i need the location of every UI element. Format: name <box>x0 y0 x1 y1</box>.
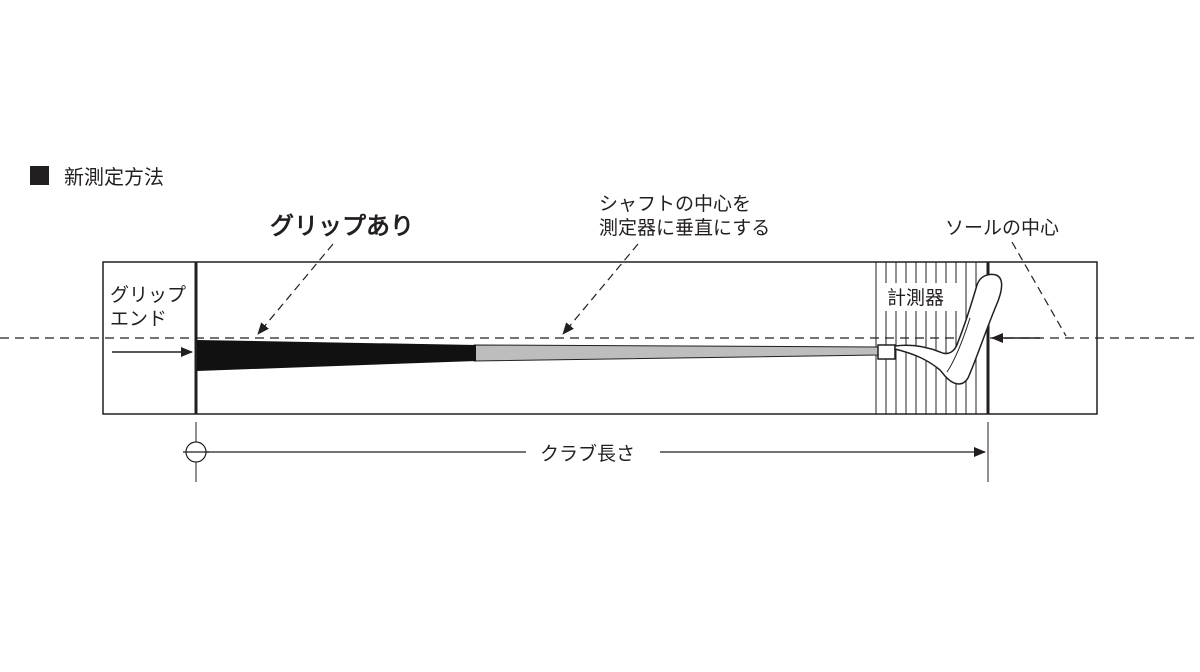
putter-head <box>894 273 1003 385</box>
shaft-center-label-line1: シャフトの中心を <box>599 193 751 215</box>
shaft-center-arrow <box>562 243 639 335</box>
grip-present-label: グリップあり <box>270 212 414 240</box>
grip-end-label-line2: エンド <box>110 308 167 330</box>
putter-head-inner-line <box>946 317 971 373</box>
shaft-center-label-line2: 測定器に垂直にする <box>599 217 770 239</box>
sole-center-label: ソールの中心 <box>945 217 1059 239</box>
grip-end-label-line1: グリップ <box>110 284 186 306</box>
grip-present-arrow <box>257 243 334 335</box>
grip <box>197 340 476 371</box>
title-square-icon <box>30 166 49 185</box>
shaft <box>473 344 879 362</box>
club-length-label: クラブ長さ <box>540 442 635 465</box>
measuring-device-label: 計測器 <box>887 287 944 309</box>
section-title: 新測定方法 <box>64 165 164 189</box>
measuring-device-label-bg <box>882 283 958 311</box>
hosel <box>877 344 896 360</box>
sole-center-pointer <box>1011 241 1067 337</box>
